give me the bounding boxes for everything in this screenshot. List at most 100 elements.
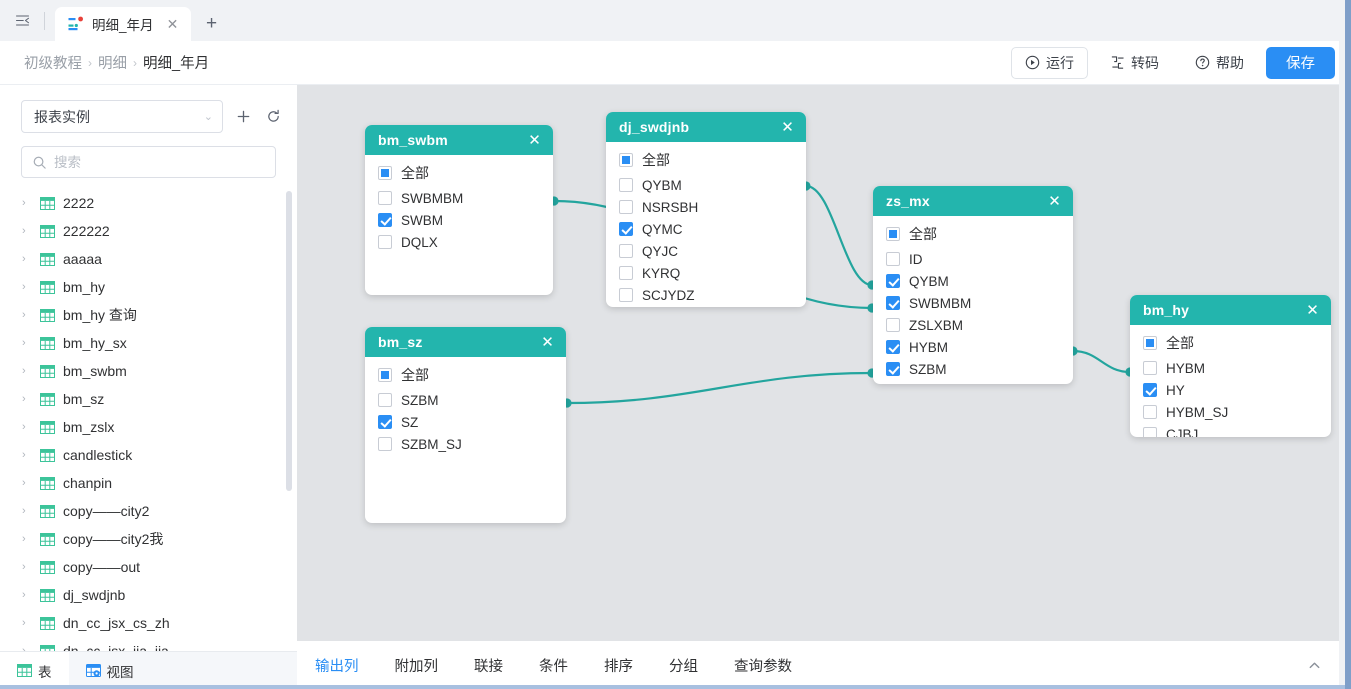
save-button[interactable]: 保存 (1266, 46, 1335, 79)
refresh-icon[interactable] (263, 107, 283, 127)
field-row[interactable]: 全部 (365, 364, 566, 386)
tree-item[interactable]: ›bm_hy 查询 (0, 301, 297, 329)
bottom-tab[interactable]: 查询参数 (734, 658, 792, 675)
field-checkbox[interactable] (886, 318, 900, 332)
tree-item[interactable]: ›bm_zslx (0, 413, 297, 441)
chevron-right-icon[interactable]: › (22, 281, 26, 293)
chevron-right-icon[interactable]: › (22, 477, 26, 489)
field-row[interactable]: HYBM_SJ (1130, 401, 1331, 423)
tree-item[interactable]: ›bm_hy (0, 273, 297, 301)
table-card[interactable]: zs_mx✕全部IDQYBMSWBMBMZSLXBMHYBMSZBMSF (873, 186, 1073, 384)
field-checkbox[interactable] (619, 222, 633, 236)
field-row[interactable]: SWBMBM (365, 187, 553, 209)
field-row[interactable]: HYBM (873, 336, 1073, 358)
tree-item[interactable]: ›dn_cc_jsx_cs_zh (0, 609, 297, 637)
field-checkbox[interactable] (1143, 361, 1157, 375)
field-checkbox[interactable] (378, 437, 392, 451)
field-row[interactable]: SZBM (365, 389, 566, 411)
table-card-header[interactable]: bm_sz✕ (365, 327, 566, 357)
sidebar-tab-tables[interactable]: 表 (0, 652, 69, 689)
chevron-right-icon[interactable]: › (22, 225, 26, 237)
bottom-tab[interactable]: 附加列 (394, 658, 439, 675)
bottom-tab[interactable]: 排序 (604, 658, 633, 675)
chevron-right-icon[interactable]: › (22, 393, 26, 405)
field-checkbox[interactable] (886, 340, 900, 354)
tree-item[interactable]: ›aaaaa (0, 245, 297, 273)
tree-item[interactable]: ›dj_swdjnb (0, 581, 297, 609)
field-checkbox[interactable] (619, 244, 633, 258)
plus-icon[interactable] (233, 107, 253, 127)
tree-item[interactable]: ›bm_swbm (0, 357, 297, 385)
close-icon[interactable]: ✕ (541, 334, 554, 351)
field-row[interactable]: SZBM_SJ (365, 433, 566, 455)
breadcrumb-item-1[interactable]: 明细 (98, 56, 127, 72)
field-row[interactable]: QYBM (606, 174, 806, 196)
search-box[interactable] (21, 146, 276, 178)
field-row[interactable]: DQLX (365, 231, 553, 253)
field-row[interactable]: ZSLXBM (873, 314, 1073, 336)
chevron-right-icon[interactable]: › (22, 421, 26, 433)
join-link[interactable] (805, 184, 873, 287)
bottom-tab[interactable]: 分组 (669, 658, 698, 675)
field-checkbox[interactable] (378, 415, 392, 429)
transcode-button[interactable]: 转码 (1096, 47, 1173, 79)
field-checkbox[interactable] (619, 288, 633, 302)
run-button[interactable]: 运行 (1011, 46, 1088, 79)
field-row[interactable]: 全部 (606, 149, 806, 171)
chevron-right-icon[interactable]: › (22, 197, 26, 209)
field-checkbox[interactable] (1143, 405, 1157, 419)
field-row[interactable]: XM_FR (606, 306, 806, 307)
chevron-right-icon[interactable]: › (22, 449, 26, 461)
help-button[interactable]: 帮助 (1181, 47, 1258, 79)
page-scrollbar[interactable] (1345, 0, 1351, 689)
field-checkbox[interactable] (886, 227, 900, 241)
chevron-right-icon[interactable]: › (22, 561, 26, 573)
chevron-right-icon[interactable]: › (22, 617, 26, 629)
field-row[interactable]: HYBM (1130, 357, 1331, 379)
field-checkbox[interactable] (886, 274, 900, 288)
field-checkbox[interactable] (378, 166, 392, 180)
field-row[interactable]: 全部 (365, 162, 553, 184)
chevron-right-icon[interactable]: › (22, 365, 26, 377)
field-row[interactable]: CJBJ (1130, 423, 1331, 437)
tree-item[interactable]: ›222222 (0, 217, 297, 245)
field-row[interactable]: SZBM (873, 358, 1073, 380)
chevron-right-icon[interactable]: › (22, 589, 26, 601)
chevron-right-icon[interactable]: › (22, 337, 26, 349)
field-checkbox[interactable] (619, 153, 633, 167)
table-card-header[interactable]: dj_swdjnb✕ (606, 112, 806, 142)
search-input[interactable] (54, 154, 265, 170)
panel-collapse-icon[interactable] (0, 0, 44, 41)
tree-item[interactable]: ›copy——city2我 (0, 525, 297, 553)
field-checkbox[interactable] (378, 213, 392, 227)
field-checkbox[interactable] (619, 200, 633, 214)
browser-tab-active[interactable]: 明细_年月 ✕ (55, 7, 191, 41)
close-icon[interactable]: ✕ (781, 119, 794, 136)
field-row[interactable]: SZ (365, 411, 566, 433)
chevron-right-icon[interactable]: › (22, 253, 26, 265)
join-link[interactable] (1072, 349, 1131, 374)
field-row[interactable]: SWBMBM (873, 292, 1073, 314)
field-row[interactable]: 全部 (1130, 332, 1331, 354)
tree-item[interactable]: ›dn_cc_jsx_jia_jia (0, 637, 297, 651)
field-checkbox[interactable] (619, 178, 633, 192)
field-checkbox[interactable] (378, 191, 392, 205)
table-tree[interactable]: ›2222›222222›aaaaa›bm_hy›bm_hy 查询›bm_hy_… (0, 187, 297, 651)
tree-item[interactable]: ›2222 (0, 189, 297, 217)
chevron-right-icon[interactable]: › (22, 645, 26, 651)
field-checkbox[interactable] (886, 362, 900, 376)
bottom-tab[interactable]: 条件 (539, 658, 568, 675)
close-icon[interactable]: ✕ (166, 15, 179, 32)
field-checkbox[interactable] (1143, 383, 1157, 397)
field-checkbox[interactable] (619, 266, 633, 280)
close-icon[interactable]: ✕ (528, 132, 541, 149)
tree-item[interactable]: ›copy——city2 (0, 497, 297, 525)
sidebar-scrollbar[interactable] (286, 191, 292, 491)
bottom-tab[interactable]: 联接 (474, 658, 503, 675)
field-row[interactable]: 全部 (873, 223, 1073, 245)
table-card-header[interactable]: bm_hy✕ (1130, 295, 1331, 325)
field-row[interactable]: NSRSBH (606, 196, 806, 218)
